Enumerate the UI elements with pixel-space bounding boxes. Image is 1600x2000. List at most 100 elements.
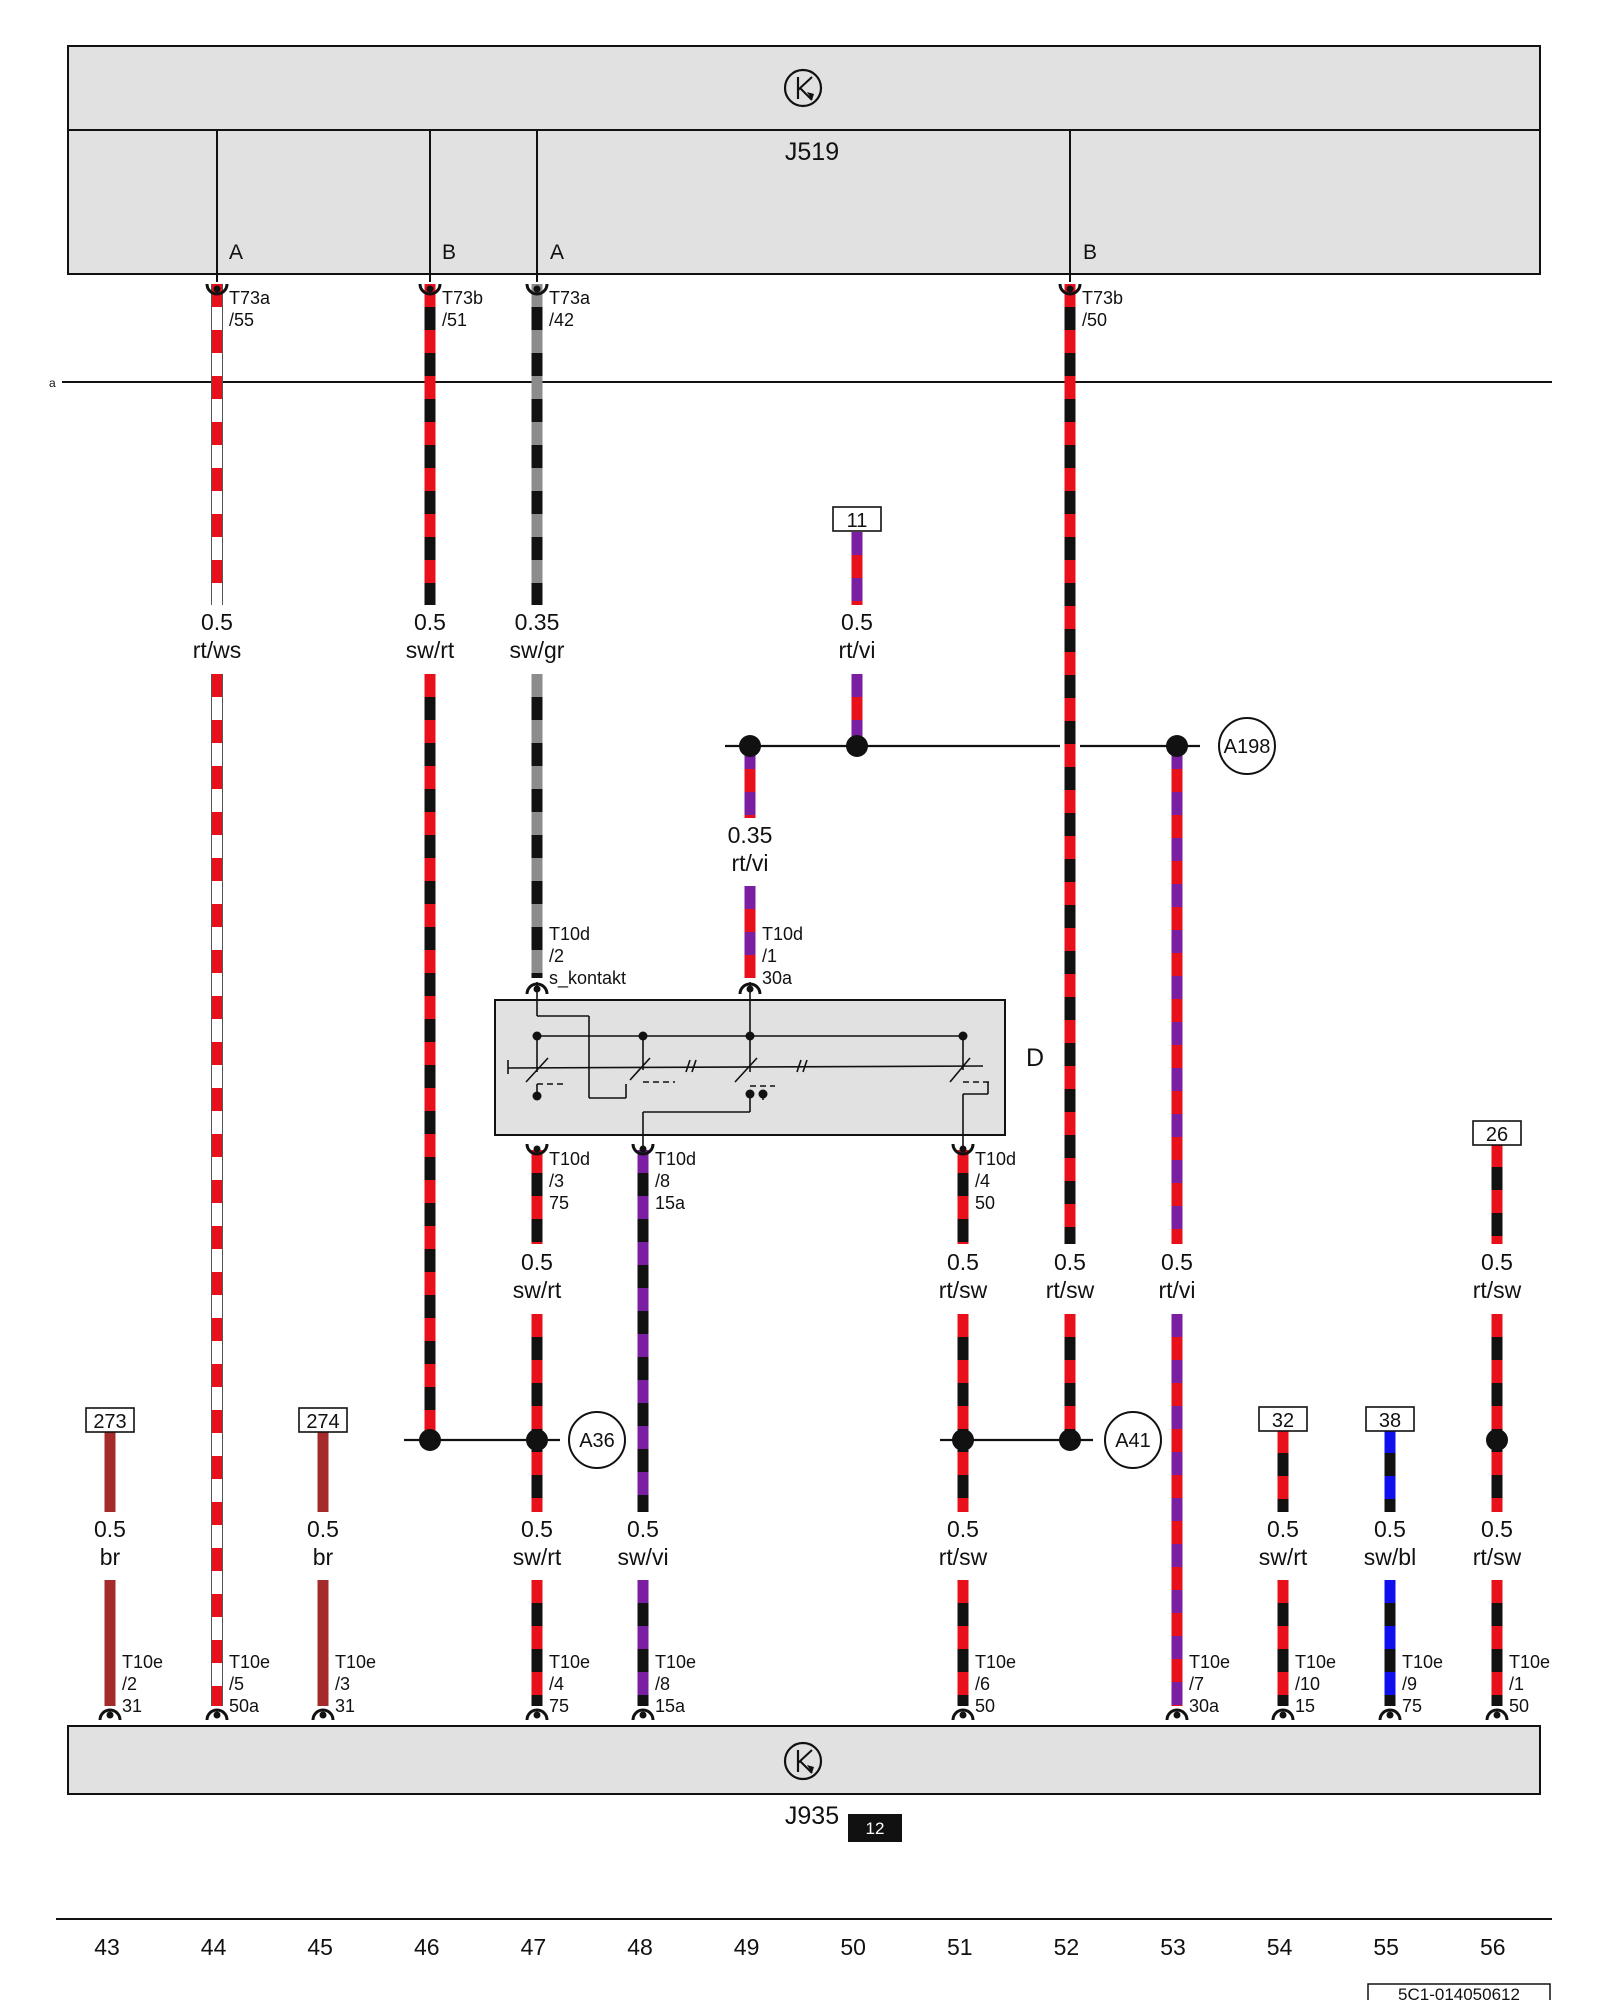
pin-text: T73b: [442, 288, 483, 308]
pin-text: T73a: [229, 288, 271, 308]
wire-color: br: [100, 1544, 121, 1570]
ref-box-r11: 11: [832, 506, 882, 532]
wire-color: sw/gr: [510, 637, 565, 663]
pin-text: 15a: [655, 1193, 686, 1213]
ref-label: 26: [1486, 1124, 1508, 1146]
pin-text: 75: [549, 1696, 569, 1716]
wire-size: 0.5: [1267, 1516, 1299, 1542]
wire-label-w56m: 0.5rt/sw: [1473, 1249, 1522, 1303]
coordinate-44: 44: [201, 1934, 227, 1960]
ref-box-r26: 26: [1472, 1120, 1522, 1146]
pin-text: /8: [655, 1171, 670, 1191]
pin-text: T10e: [1189, 1652, 1230, 1672]
j519-header-box: [67, 45, 1541, 131]
ref-box-r274: 274: [298, 1407, 348, 1433]
coordinate-47: 47: [521, 1934, 547, 1960]
ref-label: 38: [1379, 1410, 1401, 1432]
wires: [104, 284, 1503, 1706]
ref-label: 273: [93, 1411, 126, 1433]
plug-a-label: A: [229, 241, 243, 264]
ref-label: 274: [306, 1411, 339, 1433]
pin-text: 30a: [1189, 1696, 1220, 1716]
pin-label-t73a42: T73a/42: [549, 288, 591, 330]
pin-text: 30a: [762, 968, 793, 988]
wire-label-w47m: 0.5sw/rt: [513, 1249, 562, 1303]
wire-size: 0.5: [307, 1516, 339, 1542]
pin-text: 50: [1509, 1696, 1529, 1716]
splice-a41: A41: [1104, 1411, 1162, 1469]
pin-label-t10e9: T10e/975: [1402, 1652, 1443, 1716]
pin-text: 31: [335, 1696, 355, 1716]
pin-label-t73a55: T73a/55: [229, 288, 271, 330]
splice-label: A36: [579, 1430, 615, 1452]
pin-text: 15: [1295, 1696, 1315, 1716]
splice-label: A41: [1115, 1430, 1151, 1452]
wire-size: 0.5: [414, 609, 446, 635]
ignition-switch-d: D: [494, 982, 1044, 1150]
pin-text: /8: [655, 1674, 670, 1694]
wire-size: 0.5: [841, 609, 873, 635]
pin-text: /2: [122, 1674, 137, 1694]
junction-dot: [739, 735, 761, 757]
junction-dot: [1166, 735, 1188, 757]
wire-size: 0.35: [515, 609, 560, 635]
coordinate-54: 54: [1267, 1934, 1293, 1960]
wire-label-w53m: 0.5rt/vi: [1158, 1249, 1195, 1303]
j935-box: [67, 1725, 1541, 1795]
pin-text: T10d: [549, 1149, 590, 1169]
coordinate-48: 48: [627, 1934, 653, 1960]
pin-label-t10e1: T10e/150: [1509, 1652, 1550, 1716]
pin-text: 50: [975, 1696, 995, 1716]
pin-contact: [631, 1143, 655, 1156]
pin-text: /51: [442, 310, 467, 330]
pin-text: T10e: [655, 1652, 696, 1672]
plug-b-label: B: [442, 241, 456, 264]
plug-a2-label: A: [550, 241, 564, 264]
pin-contact: [631, 1708, 655, 1721]
wire-label-w46: 0.5sw/rt: [406, 609, 455, 663]
wire-label-w55b: 0.5sw/bl: [1364, 1516, 1416, 1570]
pin-contact: [1058, 283, 1082, 296]
control-unit-j519: J519 A B A B: [67, 45, 1541, 275]
wire-size: 0.5: [1054, 1249, 1086, 1275]
wire-size: 0.5: [94, 1516, 126, 1542]
pin-contact: [418, 283, 442, 296]
pin-text: T10e: [975, 1652, 1016, 1672]
pin-text: s_kontakt: [549, 968, 626, 989]
pin-text: /7: [1189, 1674, 1204, 1694]
reference-boxes: 11 26 273 274 32 38: [85, 506, 1522, 1433]
pin-text: /55: [229, 310, 254, 330]
pin-text: T10e: [1402, 1652, 1443, 1672]
pin-text: /1: [762, 946, 777, 966]
pin-label-t73b51: T73b/51: [442, 288, 483, 330]
pin-label-t10d3: T10d/375: [549, 1149, 590, 1213]
wire-size: 0.5: [1161, 1249, 1193, 1275]
pin-text: /1: [1509, 1674, 1524, 1694]
wire-color: sw/rt: [1259, 1544, 1308, 1570]
pin-label-t10e6: T10e/650: [975, 1652, 1016, 1716]
wire-size: 0.5: [201, 609, 233, 635]
wire-label-w47b: 0.5sw/rt: [513, 1516, 562, 1570]
coordinate-50: 50: [840, 1934, 866, 1960]
pin-text: /42: [549, 310, 574, 330]
coordinate-53: 53: [1160, 1934, 1186, 1960]
wire-size: 0.5: [1481, 1516, 1513, 1542]
wire-label-w56b: 0.5rt/sw: [1473, 1516, 1522, 1570]
wire-color: br: [313, 1544, 334, 1570]
wire-size: 0.5: [521, 1516, 553, 1542]
pin-contact: [1485, 1708, 1509, 1721]
pin-text: T10e: [229, 1652, 270, 1672]
wire-labels: 0.5rt/ws0.5sw/rt0.35sw/gr0.5rt/vi0.35rt/…: [94, 609, 1522, 1570]
pin-contact: [738, 982, 762, 995]
ref-label: 32: [1272, 1410, 1294, 1432]
wire-size: 0.5: [947, 1516, 979, 1542]
wire-label-w50t: 0.5rt/vi: [838, 609, 875, 663]
wire-color: rt/vi: [838, 637, 875, 663]
coordinate-45: 45: [307, 1934, 333, 1960]
junction-dot: [1059, 1429, 1081, 1451]
j935-ref-label: 12: [866, 1819, 885, 1838]
